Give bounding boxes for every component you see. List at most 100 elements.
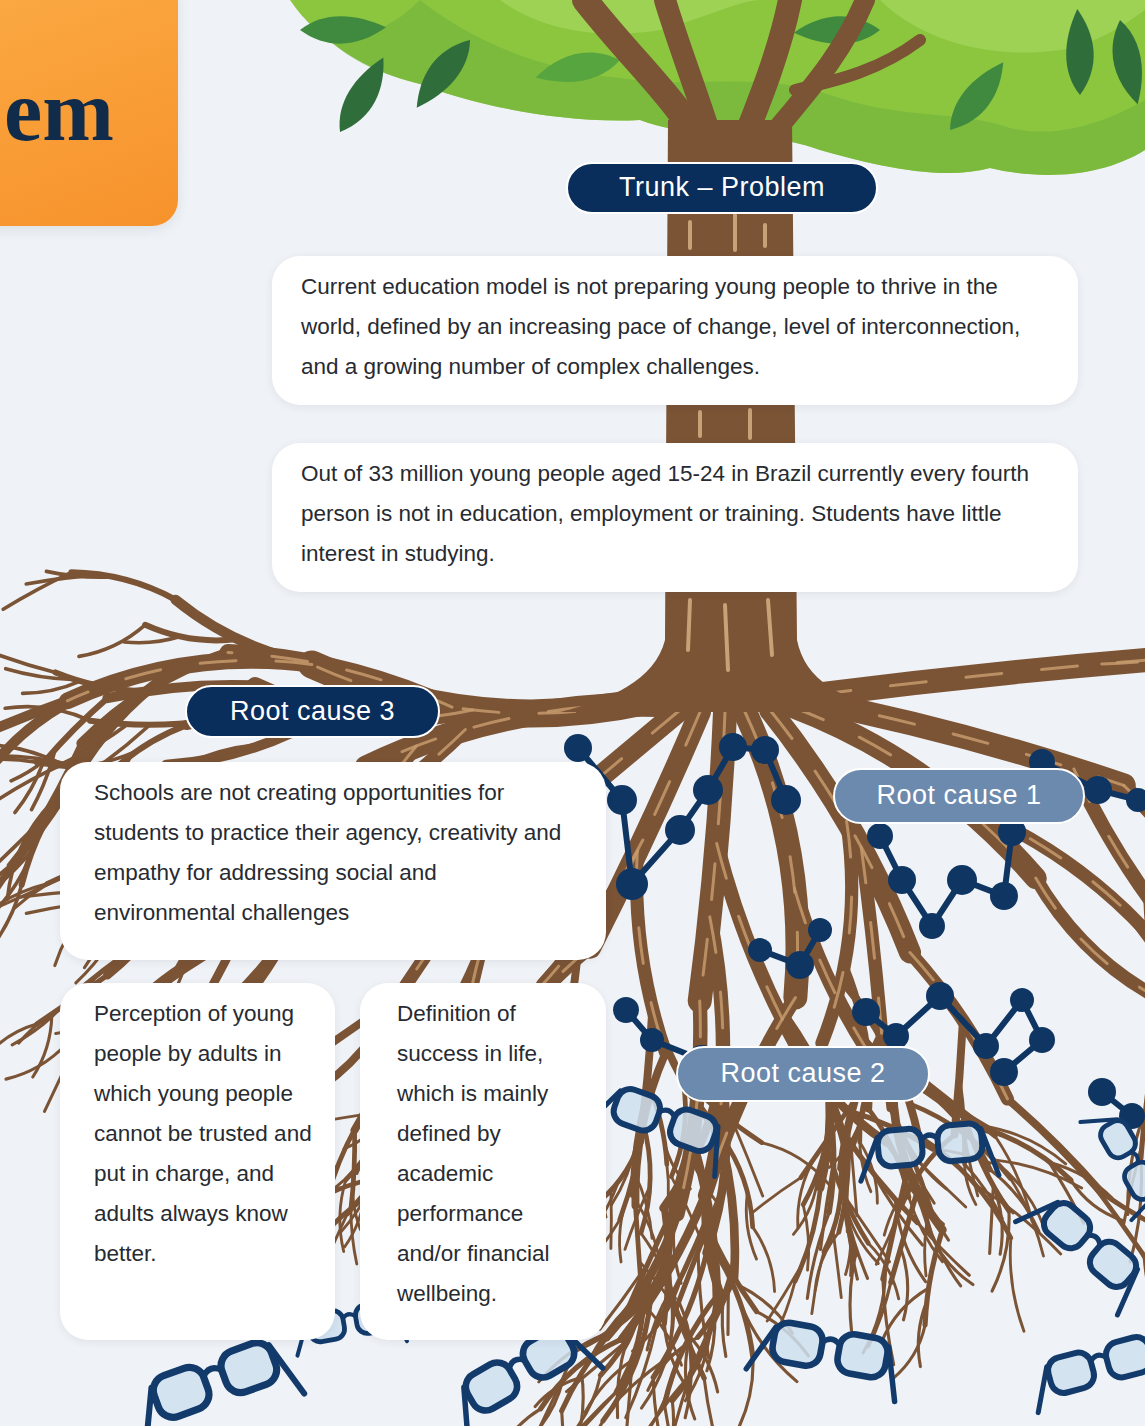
root-branch	[611, 1142, 636, 1205]
molecule-atom	[973, 1033, 999, 1059]
bark-stripe	[763, 225, 767, 246]
heading-pill: Root cause 3	[185, 685, 440, 738]
root-branch	[707, 1313, 715, 1371]
molecule-icons	[564, 733, 1145, 1129]
root-branch	[925, 1230, 942, 1325]
molecule-atom	[852, 998, 880, 1026]
glasses-temple	[1012, 1190, 1145, 1315]
root-branch	[1102, 610, 1145, 664]
root-branch	[23, 681, 81, 693]
root-branch	[751, 1178, 800, 1214]
root-cause-pill: Root cause 1	[833, 768, 1085, 824]
root-branch	[918, 1301, 927, 1366]
root-branch	[632, 1196, 660, 1264]
leaf	[299, 0, 386, 60]
root-branch	[0, 759, 37, 767]
bark-stripe	[768, 600, 772, 655]
molecule-atom	[751, 736, 779, 764]
molecule-atom	[1084, 776, 1112, 804]
bark-stripe	[688, 222, 692, 248]
root-branch	[1138, 1246, 1145, 1302]
glasses-lens	[1045, 1350, 1097, 1396]
root-branch	[124, 637, 180, 643]
root-branch	[746, 1192, 756, 1259]
heading-pill: Trunk – Problem	[566, 162, 878, 214]
bark-stripe	[688, 600, 690, 650]
glasses-icon	[126, 1333, 304, 1426]
root-highlight	[962, 806, 1145, 931]
root-branch	[0, 805, 55, 874]
root-branch	[903, 1176, 943, 1224]
leaf	[1049, 9, 1110, 96]
molecule-atom	[693, 775, 723, 805]
molecule-atom	[748, 938, 772, 962]
molecule-atom	[564, 734, 592, 762]
title-text: em	[4, 68, 114, 154]
root-branch	[1010, 1238, 1024, 1331]
root-highlight	[1124, 785, 1145, 964]
root-branch	[6, 669, 76, 680]
node-text: Trunk – Problem	[619, 173, 825, 203]
molecule-atom	[808, 918, 832, 942]
root-branch	[846, 1160, 849, 1232]
text-box: Definition of success in life, which is …	[360, 983, 606, 1340]
root-branch	[962, 806, 1145, 931]
bark-stripe	[748, 410, 752, 438]
molecule-atom	[919, 913, 945, 939]
glasses-bridge	[1090, 1353, 1106, 1361]
root-branch	[555, 1421, 603, 1426]
leaf	[536, 43, 621, 92]
root-branch	[46, 571, 113, 577]
glasses-lens	[835, 1332, 890, 1379]
root-branch	[79, 625, 145, 657]
molecule-atom	[640, 1028, 664, 1052]
node-text: Schools are not creating opportunities f…	[94, 773, 580, 933]
root-branch	[829, 1115, 862, 1168]
root-branch	[839, 1128, 849, 1232]
glasses-lens	[770, 1321, 825, 1368]
glasses-lens	[877, 1128, 924, 1168]
glasses-icon	[857, 1121, 999, 1187]
root-branch	[1036, 878, 1145, 1011]
root-branch	[567, 1375, 601, 1426]
glasses-bridge	[1088, 1232, 1103, 1245]
molecule-atom	[888, 866, 916, 894]
branch	[795, 40, 920, 90]
root-branch	[176, 600, 318, 664]
leaf	[399, 37, 486, 108]
node-text: Root cause 1	[876, 781, 1041, 811]
molecule-atom	[607, 785, 637, 815]
bark-stripe	[733, 215, 737, 250]
root-branch	[1091, 880, 1145, 1016]
root-branch	[793, 1172, 818, 1234]
molecule-bond	[578, 747, 786, 884]
root-branch	[1141, 1026, 1145, 1159]
root-branch	[600, 1276, 650, 1376]
glasses-bridge	[1131, 1150, 1140, 1163]
root-branch	[994, 1160, 1082, 1188]
text-box: Schools are not creating opportunities f…	[60, 762, 606, 960]
root-branch	[851, 1150, 856, 1215]
root-branch	[901, 1248, 908, 1320]
title-banner: em	[0, 0, 178, 226]
molecule-atom	[1010, 988, 1034, 1012]
node-text: Root cause 2	[720, 1059, 885, 1089]
node-text: Perception of young people by adults in …	[94, 994, 313, 1274]
root-highlight	[1036, 878, 1145, 1011]
root-highlight	[770, 710, 910, 952]
glasses-lens	[217, 1338, 281, 1397]
leaf	[1103, 19, 1145, 104]
node-text: Out of 33 million young people aged 15-2…	[301, 454, 1056, 574]
glasses-lens	[610, 1085, 664, 1134]
glasses-bridge	[822, 1338, 840, 1345]
root-branch	[767, 1263, 803, 1321]
glasses-bridge	[921, 1134, 937, 1139]
molecule-atom	[665, 815, 695, 845]
molecule-icon	[748, 918, 832, 979]
molecule-atom	[990, 882, 1018, 910]
molecule-atom	[1126, 788, 1145, 812]
glasses-icon	[1026, 1331, 1145, 1419]
root-branch	[562, 1411, 565, 1426]
glasses-icon	[1076, 1103, 1145, 1220]
